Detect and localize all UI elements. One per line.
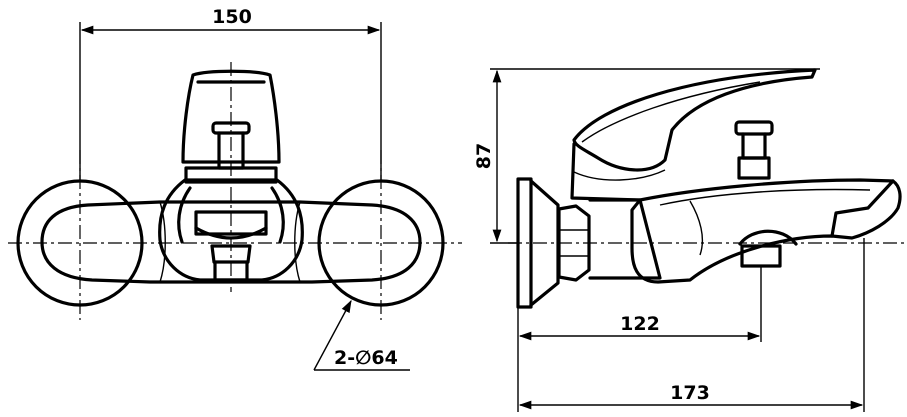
spout-joint <box>689 200 704 256</box>
central-housing <box>158 178 304 282</box>
dim-150-label: 150 <box>212 6 252 28</box>
cartridge-cap-side <box>573 169 666 181</box>
right-flange <box>317 179 445 307</box>
side-body <box>588 198 662 280</box>
diverter-knob-front <box>211 121 251 135</box>
dim-173-label: 173 <box>670 382 710 404</box>
lever-contour-side <box>581 81 761 143</box>
outlet-block <box>194 210 268 236</box>
flange-leader <box>313 299 352 371</box>
lever-handle-front <box>181 69 281 164</box>
dim-87-label: 87 <box>473 143 495 169</box>
mixer-body <box>40 200 422 284</box>
flange-diameter-label: 2-∅64 <box>334 347 398 369</box>
spout-tip <box>830 179 895 238</box>
outlet-collar <box>738 229 798 246</box>
cartridge-housing-side <box>570 142 642 202</box>
housing-left-contour <box>177 186 192 244</box>
housing-right-contour <box>270 186 285 244</box>
spout <box>630 178 902 284</box>
left-flange <box>16 179 144 307</box>
side-view: 87 122 173 <box>473 68 905 412</box>
diverter-stem-side <box>741 132 767 160</box>
hex-nut <box>557 204 591 282</box>
front-view: 150 2-∅64 <box>8 6 462 371</box>
lever-handle-side <box>572 68 817 172</box>
diverter-base-side <box>737 156 771 180</box>
aerator <box>213 260 249 282</box>
spout-top-contour <box>659 188 871 206</box>
cartridge-ring <box>184 166 278 184</box>
diverter-knob-side <box>734 120 774 136</box>
outlet-curve <box>194 226 268 240</box>
dim-122-label: 122 <box>620 313 660 335</box>
